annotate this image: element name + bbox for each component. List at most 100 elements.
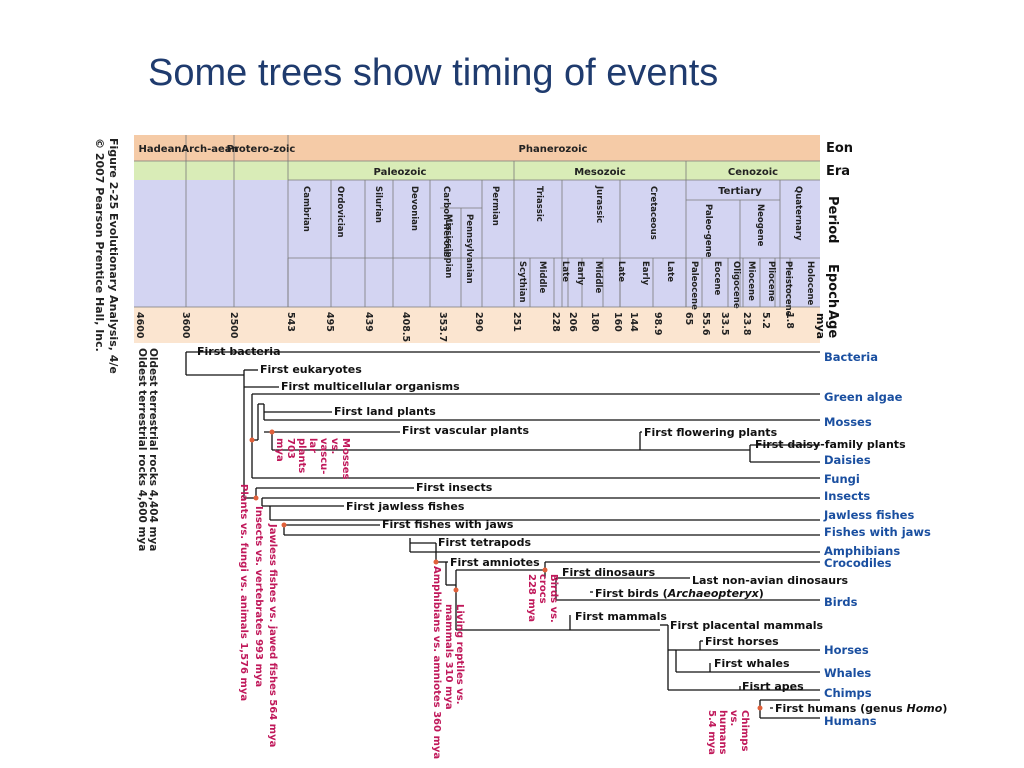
- event-labels: First bacteria First eukaryotes First mu…: [197, 345, 947, 715]
- epoch-label-8: Paleocene: [689, 261, 699, 310]
- age-label-5: 439: [363, 312, 374, 332]
- age-label-0: 4600: [134, 312, 145, 339]
- epoch-label-4: Middle: [593, 261, 603, 293]
- event-first-placental-mammals: First placental mammals: [670, 619, 824, 632]
- event-first-humans: First humans (genus Homo): [775, 702, 947, 715]
- epoch-label-14: Holocene: [805, 261, 815, 306]
- eon-phanerozoic: Phanerozoic: [519, 144, 588, 155]
- div-birds-crocs: Birds vs. crocs 228 mya: [526, 574, 559, 623]
- event-first-bacteria: First bacteria: [197, 345, 281, 358]
- age-label-7: 353.7: [437, 312, 448, 342]
- age-label-19: 23.8: [741, 312, 752, 336]
- age-label-11: 206: [567, 312, 578, 332]
- eon-band: [134, 135, 820, 161]
- epoch-label-3: Early: [575, 261, 585, 286]
- period-label-9: Jurassic: [594, 185, 604, 223]
- svg-text:Birds vs.: Birds vs.: [548, 574, 559, 623]
- svg-text:5.4 mya: 5.4 mya: [706, 710, 717, 755]
- period-label-13: Quaternary: [793, 186, 803, 241]
- svg-text:humans: humans: [717, 710, 728, 755]
- era-paleozoic: Paleozoic: [374, 167, 427, 178]
- row-label-epoch: Epoch: [825, 264, 840, 308]
- div-jawless-jawed: Jawless fishes vs. jawed fishes 564 mya: [267, 523, 278, 747]
- svg-text:Chimps: Chimps: [739, 710, 750, 751]
- age-label-9: 251: [511, 312, 522, 332]
- eon-archaean: Arch-aean: [181, 144, 238, 155]
- period-label-10: Cretaceous: [648, 186, 658, 240]
- event-first-dinosaurs: First dinosaurs: [562, 566, 656, 579]
- div-chimps-humans: Chimps vs. humans 5.4 mya: [706, 710, 750, 755]
- taxon-mosses: Mosses: [824, 415, 872, 429]
- svg-text:vascu-: vascu-: [318, 438, 329, 474]
- taxon-crocodiles: Crocodiles: [824, 556, 892, 570]
- age-label-4: 495: [324, 312, 335, 332]
- age-band: [134, 307, 820, 343]
- age-label-12: 180: [589, 312, 600, 332]
- taxon-daisies: Daisies: [824, 453, 871, 467]
- era-cenozoic: Cenozoic: [728, 167, 778, 178]
- taxon-fungi: Fungi: [824, 472, 860, 486]
- taxon-amphibians: Amphibians: [824, 544, 900, 558]
- age-label-6: 408.5: [400, 312, 411, 342]
- age-label-2: 2500: [228, 312, 239, 339]
- row-label-eon: Eon: [826, 141, 853, 156]
- event-first-horses: First horses: [705, 635, 779, 648]
- taxon-fishes-with-jaws: Fishes with jaws: [824, 525, 931, 539]
- era-mesozoic: Mesozoic: [574, 167, 626, 178]
- event-first-apes: Fisrt apes: [742, 680, 804, 693]
- row-label-mya: mya: [814, 313, 827, 339]
- period-label-3: Devonian: [409, 186, 419, 231]
- div-reptiles-mammals-2: mammals 310 mya: [443, 604, 454, 710]
- eon-row: Hadean Arch-aean Protero-zoic Phanerozoi…: [134, 135, 820, 307]
- event-first-birds: First birds (Archaeopteryx): [595, 587, 764, 600]
- slide-title: Some trees show timing of events: [148, 52, 719, 94]
- event-first-daisy-plants: First daisy-family plants: [755, 438, 906, 451]
- row-label-age: Age: [825, 310, 840, 338]
- epoch-label-6: Early: [640, 261, 650, 286]
- taxon-horses: Horses: [824, 643, 869, 657]
- era-band: [134, 161, 820, 180]
- event-first-vascular-plants: First vascular plants: [402, 424, 529, 437]
- age-label-17: 55.6: [700, 312, 711, 336]
- row-label-period: Period: [825, 196, 840, 243]
- age-label-13: 160: [612, 312, 623, 332]
- epoch-label-1: Middle: [537, 261, 547, 293]
- period-label-8: Triassic: [534, 186, 544, 222]
- period-label-7: Permian: [490, 186, 500, 226]
- event-first-eukaryotes: First eukaryotes: [260, 363, 362, 376]
- eon-hadean: Hadean: [139, 144, 182, 155]
- era-row: Paleozoic Mesozoic Cenozoic: [288, 161, 820, 181]
- epoch-label-7: Late: [665, 261, 675, 282]
- divergence-nodes: [249, 429, 763, 711]
- epoch-label-9: Eocene: [712, 261, 722, 296]
- svg-text:crocs: crocs: [537, 574, 548, 604]
- taxon-birds: Birds: [824, 595, 858, 609]
- event-first-tetrapods: First tetrapods: [438, 536, 531, 549]
- epoch-label-12: Pliocene: [766, 261, 776, 302]
- period-label-6: Pennsylvanian: [464, 214, 474, 284]
- svg-text:mya: mya: [274, 438, 285, 462]
- svg-text:Mosses: Mosses: [340, 438, 351, 480]
- eon-proterozoic: Protero-zoic: [227, 144, 296, 155]
- period-band: [134, 180, 820, 307]
- event-last-nonavian-dinosaurs: Last non-avian dinosaurs: [692, 574, 849, 587]
- age-label-8: 290: [473, 312, 484, 332]
- svg-text:703: 703: [285, 438, 296, 459]
- div-mosses-vascular: Mosses vs. vascu- lar plants 703 mya: [274, 438, 351, 480]
- age-label-14: 144: [628, 312, 639, 332]
- div-insects-vertebrates: Insects vs. vertebrates 993 mya: [253, 506, 264, 687]
- epoch-label-2: Late: [560, 261, 570, 282]
- period-label-4: Carbon-iferous: [441, 186, 451, 257]
- age-label-20: 5.2: [760, 312, 771, 329]
- divergence-labels: Plants vs. fungi vs. animals 1,576 mya I…: [238, 438, 750, 759]
- taxon-jawless-fishes: Jawless fishes: [823, 508, 914, 522]
- epoch-label-0: Scythian: [517, 261, 527, 303]
- div-plants-fungi-animals: Plants vs. fungi vs. animals 1,576 mya: [238, 484, 249, 701]
- event-first-land-plants: First land plants: [334, 405, 436, 418]
- epoch-label-10: Oligocene: [731, 261, 741, 309]
- svg-text:plants: plants: [296, 438, 307, 473]
